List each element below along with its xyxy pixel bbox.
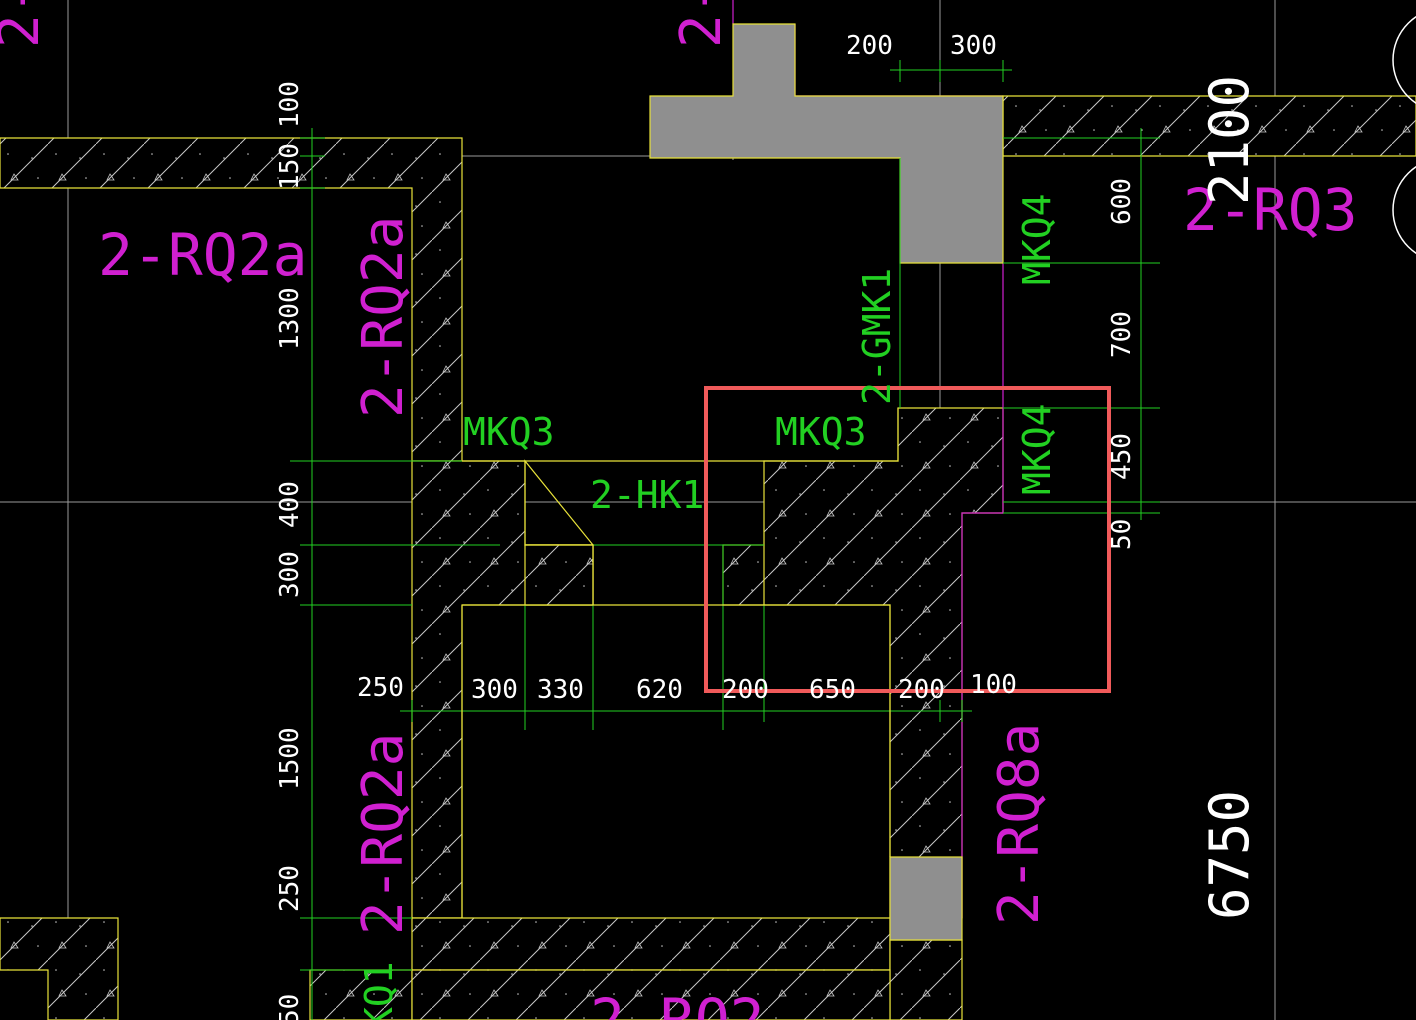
axis-bubbles	[1392, 15, 1416, 255]
dim-2100: 2100	[1198, 75, 1261, 205]
dim-bottom-200b: 200	[898, 675, 945, 705]
yellow-outlines	[461, 408, 899, 918]
dimension-texts: 100 150 1300 400 300 1500 250 50 200 300…	[275, 31, 1261, 1020]
dim-bottom-330: 330	[537, 675, 584, 705]
label-rq2a-vert-top: 2-RQ2a	[351, 216, 416, 418]
hatched-walls	[0, 95, 1416, 1020]
label-mkq4-top: MKQ4	[1015, 193, 1059, 285]
label-corner-top-mid: 2-	[669, 0, 734, 48]
label-rq3: 2-RQ3	[1183, 176, 1358, 244]
dim-bottom-650: 650	[809, 675, 856, 705]
label-mkq4-mid: MKQ4	[1015, 403, 1059, 495]
label-rq2-bottom: 2-RQ2	[590, 986, 765, 1020]
label-rq2a-vert-bottom: 2-RQ2a	[351, 733, 416, 935]
label-mkq3-left: MKQ3	[463, 410, 555, 454]
dim-left-300: 300	[275, 551, 305, 598]
dim-top-300: 300	[950, 31, 997, 61]
dim-left-250: 250	[275, 865, 305, 912]
highlight-box[interactable]	[704, 386, 1111, 693]
dim-left-400: 400	[275, 481, 305, 528]
dim-right-700: 700	[1107, 311, 1137, 358]
label-mkq3-right: MKQ3	[775, 410, 867, 454]
green-labels: MKQ3 MKQ3 2-HK1 2-GMK1 MKQ4 MKQ4 KQ1	[357, 193, 1059, 1020]
dim-bottom-300: 300	[471, 675, 518, 705]
dim-6750: 6750	[1198, 790, 1261, 920]
label-corner-top-left: 2-	[0, 0, 52, 48]
dim-left-1300: 1300	[275, 287, 305, 350]
dimension-lines	[290, 60, 1160, 1020]
label-gmk1: 2-GMK1	[855, 268, 899, 405]
dim-left-150: 150	[275, 143, 305, 190]
label-kq1: KQ1	[357, 961, 401, 1020]
label-hk1: 2-HK1	[590, 473, 704, 517]
dim-top-200: 200	[846, 31, 893, 61]
label-rq2a-left: 2-RQ2a	[98, 221, 308, 289]
dim-left-50: 50	[275, 994, 305, 1020]
dim-left-100: 100	[275, 81, 305, 128]
magenta-labels: 2-RQ2a 2-RQ3 2-RQ2a 2-RQ2a 2-RQ8a 2-RQ2 …	[0, 0, 1358, 1020]
dim-bottom-250: 250	[357, 673, 404, 703]
dim-right-450: 450	[1107, 433, 1137, 480]
dim-right-600: 600	[1107, 178, 1137, 225]
dim-bottom-100: 100	[970, 670, 1017, 700]
dim-right-50: 50	[1107, 519, 1137, 550]
dim-bottom-200a: 200	[722, 675, 769, 705]
dim-left-1500: 1500	[275, 727, 305, 790]
dim-bottom-620: 620	[636, 675, 683, 705]
label-rq8a: 2-RQ8a	[987, 723, 1052, 925]
